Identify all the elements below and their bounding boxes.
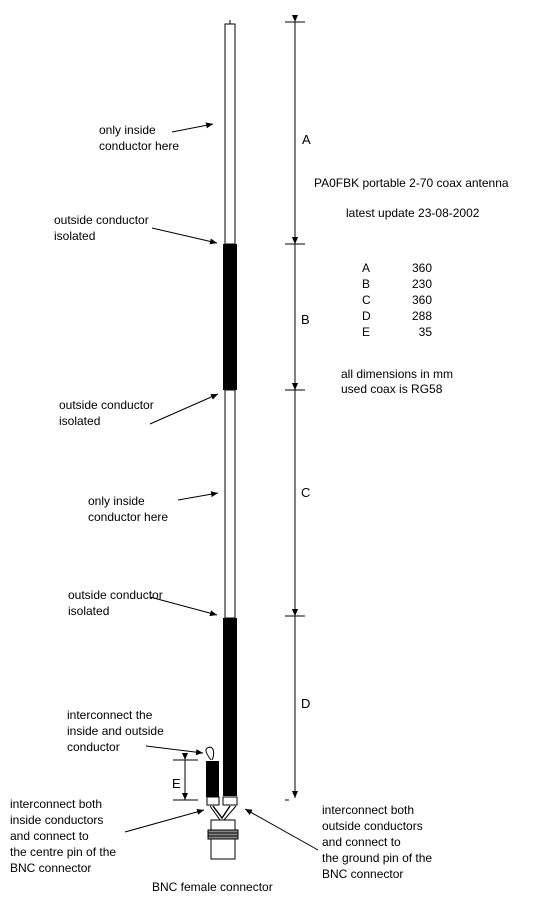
dimension-lines [173,15,305,801]
units-note: all dimensions in mm [341,367,454,381]
dim-label-d: D [301,696,311,711]
dim-label-c: C [301,485,311,500]
antenna-element [223,20,237,796]
section-b-coax-shield [223,244,237,390]
stub-e [205,746,219,797]
coax-note: used coax is RG58 [341,382,443,396]
bnc-connector [206,796,239,860]
label-inside-conductor-mid: only inside conductor here [88,494,169,524]
diagram-title: PA0FBK portable 2-70 coax antenna [314,176,509,190]
label-ground-pin: interconnect both outside conductors and… [322,803,433,881]
dim-label-e: E [172,776,181,791]
label-centre-pin: interconnect both inside conductors and … [10,797,117,875]
dim-label-b: B [301,312,310,327]
callout-arrows [124,122,319,851]
section-c-inside-conductor [224,389,236,619]
label-inside-conductor-top: only inside conductor here [99,123,180,153]
label-bnc-connector: BNC female connector [152,880,273,894]
label-outside-isolated-3: outside conductor isolated [68,588,163,618]
stub-e-shield [206,761,219,797]
section-d-coax-shield [223,618,237,796]
section-a-inside-conductor [224,23,236,245]
label-outside-isolated-2: outside conductor isolated [59,398,154,428]
label-outside-isolated-1: outside conductor isolated [54,213,149,243]
dim-label-a: A [302,132,311,147]
label-interconnect: interconnect the inside and outside cond… [67,708,164,754]
update-date: latest update 23-08-2002 [346,206,480,220]
